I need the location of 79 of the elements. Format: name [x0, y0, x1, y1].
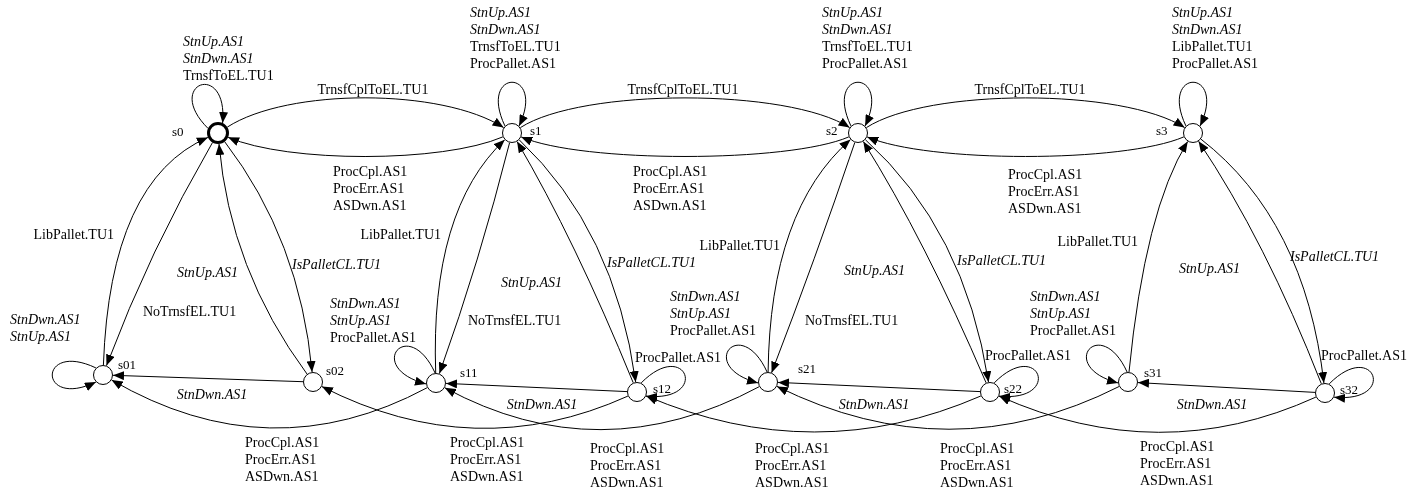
edge-label: LibPallet.TU1: [33, 226, 114, 243]
edge-label: StnUp.AS1 StnDwn.AS1 TrnsfToEL.TU1: [183, 33, 274, 84]
edge-label: IsPalletCL.TU1: [1290, 248, 1380, 265]
edge-label: TrnsfCplToEL.TU1: [974, 81, 1086, 98]
edge-label: StnUp.AS1: [500, 274, 562, 291]
state-label: s12: [653, 382, 672, 395]
transition-arrow: [444, 386, 760, 431]
edge-label: ProcCpl.AS1 ProcErr.AS1 ASDwn.AS1: [333, 163, 408, 214]
edge-label: IsPalletCL.TU1: [957, 252, 1047, 269]
edge-label: StnDwn.AS1 StnUp.AS1 ProcPallet.AS1: [330, 295, 416, 346]
transition-arrow: [227, 136, 504, 158]
edge-label: NoTrnsfEL.TU1: [468, 312, 562, 329]
state-label: s2: [826, 124, 838, 137]
edge-label: StnDwn.AS1: [1176, 396, 1248, 413]
transition-arrow: [645, 395, 982, 433]
transition-arrow: [1128, 141, 1189, 373]
edge-label: StnDwn.AS1 StnUp.AS1 ProcPallet.AS1: [1030, 288, 1116, 339]
transition-arrow: [998, 395, 1317, 433]
edge-label: StnDwn.AS1: [838, 396, 910, 413]
transition-arrow: [843, 81, 874, 127]
edge-label: ProcCpl.AS1 ProcErr.AS1 ASDwn.AS1: [940, 440, 1015, 491]
edge-label: StnDwn.AS1: [506, 396, 578, 413]
transition-arrow: [111, 379, 428, 429]
edge-label: StnDwn.AS1: [176, 386, 248, 403]
state-label: s31: [1144, 366, 1163, 379]
edge-label: StnDwn.AS1 StnUp.AS1: [10, 311, 81, 345]
transition-arrow: [1137, 378, 1316, 393]
state-label: s21: [798, 362, 817, 375]
edge-label: ProcCpl.AS1 ProcErr.AS1 ASDwn.AS1: [1140, 438, 1215, 489]
state-label: s01: [118, 358, 137, 371]
state-label: s3: [1156, 124, 1168, 137]
transition-arrow: [1086, 344, 1128, 384]
edge-label: LibPallet.TU1: [699, 237, 780, 254]
edge-label: ProcCpl.AS1 ProcErr.AS1 ASDwn.AS1: [450, 434, 525, 485]
transition-arrow: [640, 365, 686, 401]
transition-arrow: [1328, 366, 1374, 402]
edge-label: StnUp.AS1: [843, 262, 905, 279]
state-label: s11: [460, 366, 478, 379]
edge-label: IsPalletCL.TU1: [292, 256, 382, 273]
edge-label: ProcCpl.AS1 ProcErr.AS1 ASDwn.AS1: [245, 434, 320, 485]
transition-arrow: [394, 345, 436, 385]
transition-arrow: [191, 83, 228, 129]
edge-label: StnUp.AS1: [176, 264, 238, 281]
transition-arrow: [1178, 81, 1209, 127]
transition-arrow: [866, 136, 1185, 157]
state-label: s32: [1340, 383, 1359, 396]
edge-label: ProcCpl.AS1 ProcErr.AS1 ASDwn.AS1: [590, 440, 665, 491]
transition-arrow: [497, 81, 528, 127]
transition-arrow: [445, 379, 628, 393]
edge-label: StnUp.AS1 StnDwn.AS1 TrnsfToEL.TU1 ProcPallet.AS1: [822, 4, 913, 72]
transition-arrow: [993, 365, 1039, 401]
edge-label: ProcPallet.AS1: [985, 347, 1071, 364]
edge-label: TrnsfCplToEL.TU1: [627, 81, 739, 98]
edge-label: StnUp.AS1 StnDwn.AS1 LibPallet.TU1 ProcPallet.AS1: [1172, 4, 1258, 72]
transition-arrow: [777, 378, 981, 393]
state-label: s02: [326, 364, 345, 377]
edge-label: LibPallet.TU1: [360, 226, 441, 243]
transition-arrow: [726, 344, 768, 384]
edge-label: ProcCpl.AS1 ProcErr.AS1 ASDwn.AS1: [633, 163, 708, 214]
edge-label: StnUp.AS1 StnDwn.AS1 TrnsfToEL.TU1 ProcPallet.AS1: [470, 4, 561, 72]
edge-label: IsPalletCL.TU1: [607, 254, 697, 271]
edge-label: NoTrnsfEL.TU1: [805, 312, 899, 329]
state-label: s22: [1004, 382, 1023, 395]
transition-arrow: [51, 360, 97, 391]
transition-arrow: [520, 136, 850, 157]
edge-label: TrnsfCplToEL.TU1: [317, 81, 429, 98]
edge-label: ProcPallet.AS1: [635, 349, 721, 366]
edge-label: NoTrnsfEL.TU1: [143, 303, 237, 320]
edge-label: StnUp.AS1: [1178, 260, 1240, 277]
edge-label: StnDwn.AS1 StnUp.AS1 ProcPallet.AS1: [670, 288, 756, 339]
edge-label: ProcCpl.AS1 ProcErr.AS1 ASDwn.AS1: [755, 440, 830, 491]
state-label: s1: [530, 124, 542, 137]
edge-label: ProcPallet.AS1: [1321, 347, 1407, 364]
transition-arrow: [321, 386, 629, 429]
state-label: s0: [172, 125, 184, 138]
transition-arrow: [776, 385, 1120, 430]
edge-label: ProcCpl.AS1 ProcErr.AS1 ASDwn.AS1: [1008, 166, 1083, 217]
edge-label: LibPallet.TU1: [1057, 233, 1138, 250]
transition-arrow: [112, 371, 304, 383]
